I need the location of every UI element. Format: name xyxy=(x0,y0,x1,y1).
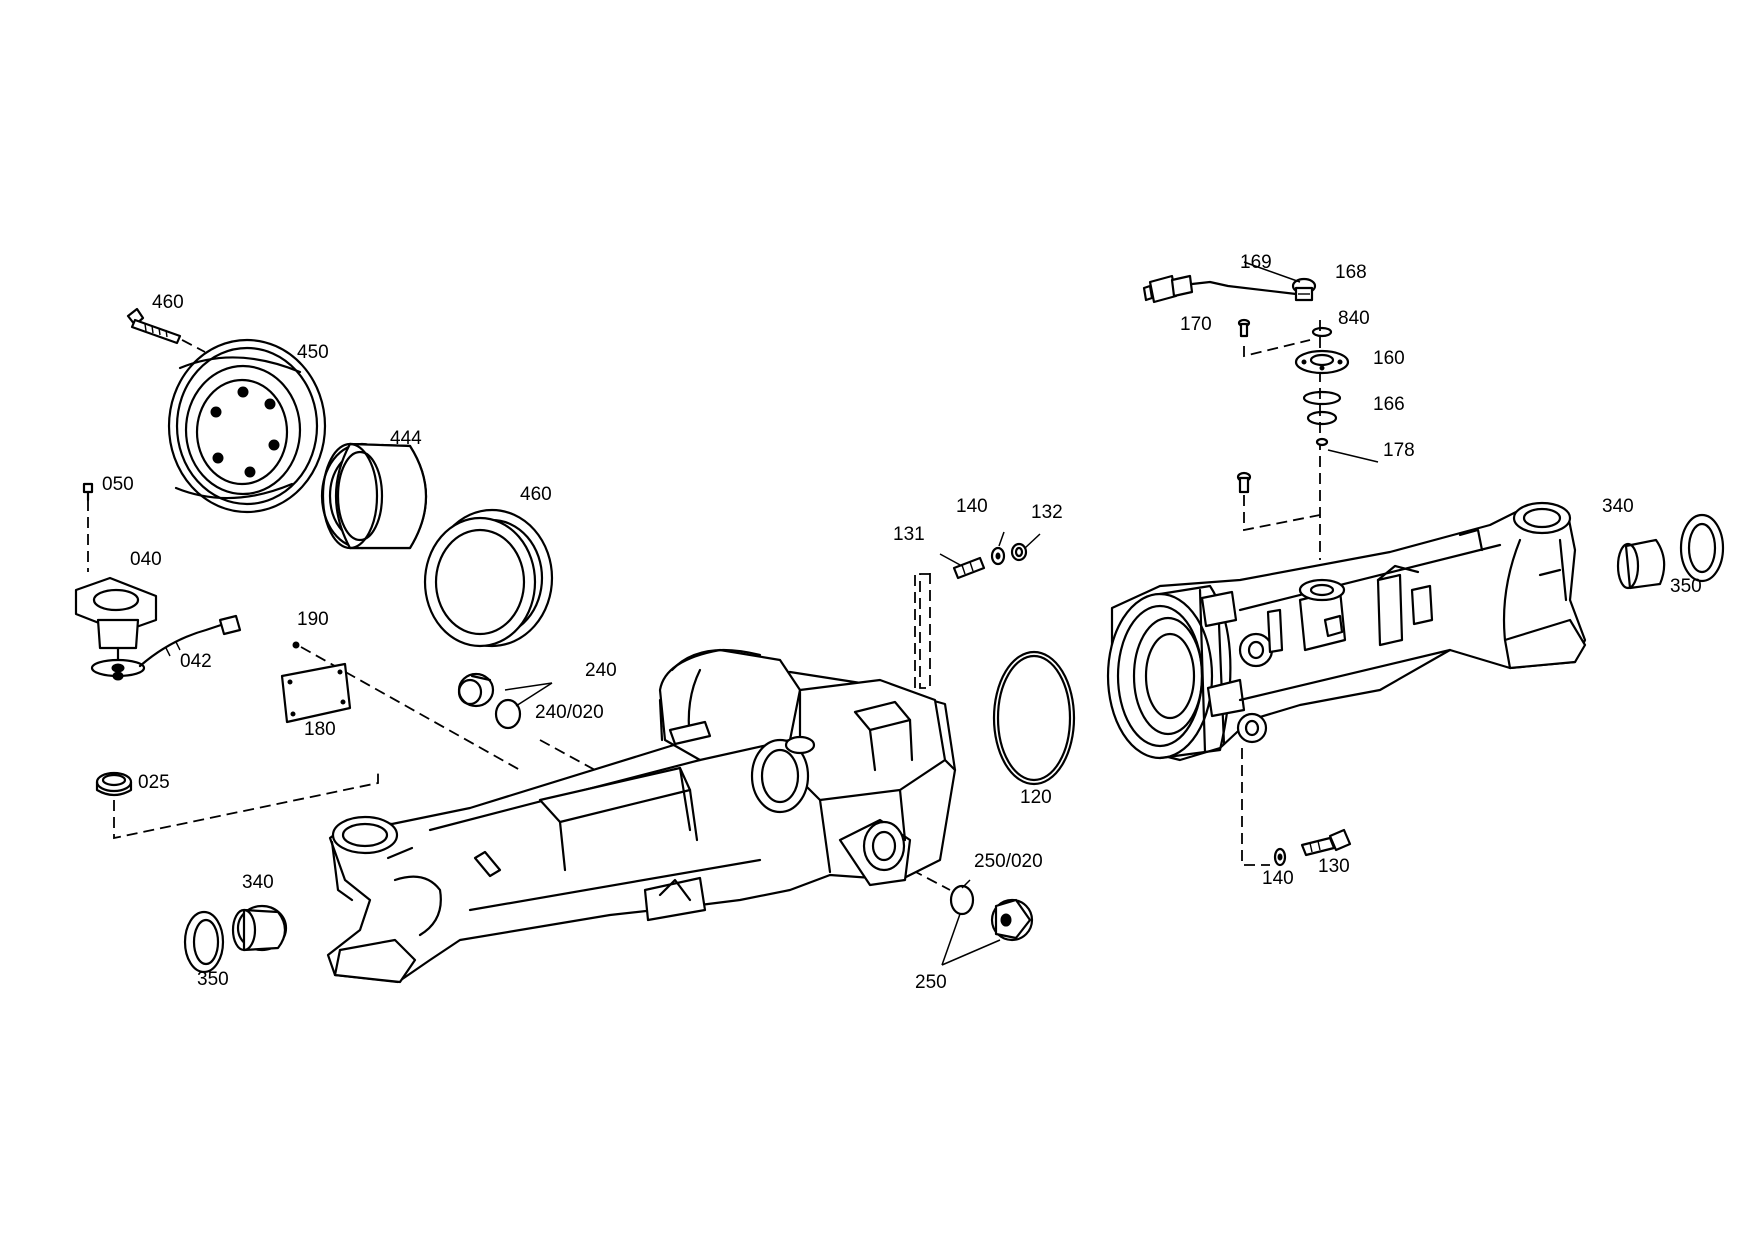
cable-042 xyxy=(138,614,242,668)
oring-840 xyxy=(1311,326,1333,338)
hub-450 xyxy=(167,338,327,514)
callout-040: 040 xyxy=(130,549,162,570)
callout-340-right: 340 xyxy=(1602,496,1634,517)
callout-178: 178 xyxy=(1383,440,1415,461)
washer-140-bolt-130 xyxy=(1273,828,1352,867)
seal-025 xyxy=(95,771,133,797)
axle-housing-left xyxy=(326,648,957,984)
callout-350-right: 350 xyxy=(1670,576,1702,597)
callout-250-020: 250/020 xyxy=(974,851,1043,872)
plug-250 xyxy=(949,884,1034,942)
callout-350-left: 350 xyxy=(197,969,229,990)
callout-240-020: 240/020 xyxy=(535,702,604,723)
washer-178 xyxy=(1315,437,1329,447)
callout-042: 042 xyxy=(180,651,212,672)
callout-250: 250 xyxy=(915,972,947,993)
callout-170: 170 xyxy=(1180,314,1212,335)
assembly-lines xyxy=(87,320,1321,891)
callout-120: 120 xyxy=(1020,787,1052,808)
stud-131-140-132 xyxy=(952,542,1028,580)
callout-160: 160 xyxy=(1373,348,1405,369)
bearing-340-350-left xyxy=(183,904,288,974)
bush-444 xyxy=(320,442,427,550)
cover-040 xyxy=(74,576,158,681)
sensor-169-168 xyxy=(1142,274,1317,304)
callout-130: 130 xyxy=(1318,856,1350,877)
callout-460-bolt: 460 xyxy=(152,292,184,313)
ring-460 xyxy=(423,508,554,648)
screw-190 xyxy=(292,641,300,649)
leader-lines xyxy=(504,261,1379,966)
callout-180: 180 xyxy=(304,719,336,740)
screw-170 xyxy=(1237,318,1251,338)
callout-140-bottom: 140 xyxy=(1262,868,1294,889)
callout-168: 168 xyxy=(1335,262,1367,283)
callout-460-ring: 460 xyxy=(520,484,552,505)
screw-050 xyxy=(82,482,94,502)
flange-160 xyxy=(1294,349,1350,375)
axle-housing-right xyxy=(1106,501,1587,762)
callout-131: 131 xyxy=(893,524,925,545)
oring-120 xyxy=(992,650,1076,786)
callout-190: 190 xyxy=(297,609,329,630)
callout-240: 240 xyxy=(585,660,617,681)
callout-840: 840 xyxy=(1338,308,1370,329)
callout-labels: 460 450 444 460 050 040 042 190 180 240 … xyxy=(102,252,1702,993)
callout-050: 050 xyxy=(102,474,134,495)
plug-240 xyxy=(457,672,522,730)
callout-132: 132 xyxy=(1031,502,1063,523)
bearing-340-350-right xyxy=(1616,513,1725,590)
plate-180 xyxy=(280,662,352,724)
callout-169: 169 xyxy=(1240,252,1272,273)
callout-166: 166 xyxy=(1373,394,1405,415)
callout-340-left: 340 xyxy=(242,872,274,893)
callout-450: 450 xyxy=(297,342,329,363)
bolt-460 xyxy=(126,307,182,345)
callout-140-top: 140 xyxy=(956,496,988,517)
callout-025: 025 xyxy=(138,772,170,793)
screw-right-upper xyxy=(1236,471,1252,494)
callout-444: 444 xyxy=(390,428,422,449)
orings-166 xyxy=(1302,390,1342,426)
